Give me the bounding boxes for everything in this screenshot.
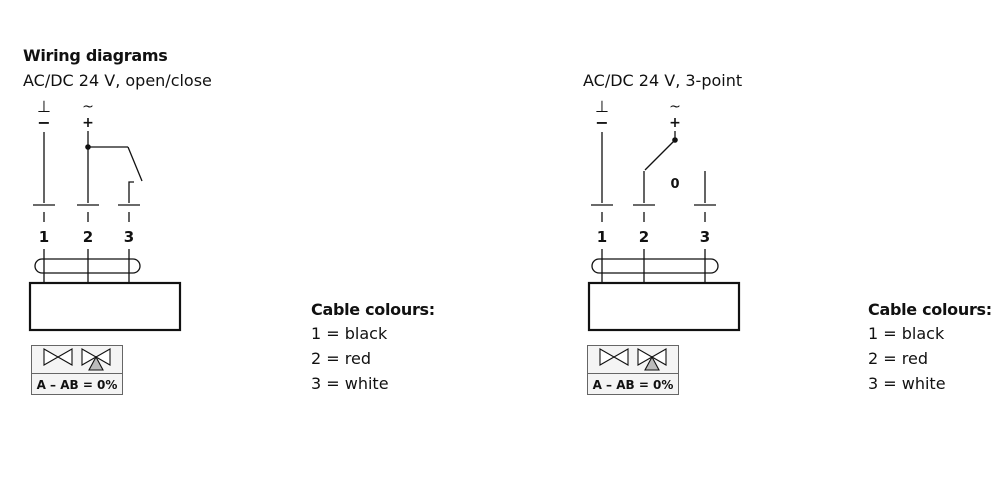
- terminal-label-2: 2: [639, 228, 649, 246]
- tilde-symbol: ~: [82, 99, 94, 115]
- minus-symbol: −: [595, 113, 608, 132]
- valve-label: A – AB = 0%: [593, 378, 674, 392]
- diagram-left-title: AC/DC 24 V, open/close: [23, 71, 212, 90]
- terminal-label-1: 1: [597, 228, 607, 246]
- diagram-left: ⊥ − ~ + 1 2 3: [28, 97, 182, 395]
- plus-symbol: +: [82, 115, 94, 131]
- tilde-symbol: ~: [669, 99, 681, 115]
- ground-symbol: ⊥: [595, 97, 609, 116]
- terminal-label-3: 3: [700, 228, 710, 246]
- cable-sheath: [591, 258, 719, 274]
- valve-symbol: A – AB = 0%: [31, 345, 123, 395]
- terminal-marks: [591, 204, 716, 222]
- legend-right-title: Cable colours:: [868, 300, 992, 319]
- legend-left-item-2: 2 = red: [311, 349, 371, 368]
- changeover-switch: [644, 139, 676, 171]
- open-switch: [127, 146, 143, 182]
- valve-symbol: A – AB = 0%: [587, 345, 679, 395]
- legend-right-item-3: 3 = white: [868, 374, 946, 393]
- legend-right-item-1: 1 = black: [868, 324, 945, 343]
- minus-symbol: −: [37, 113, 50, 132]
- actuator-box: [28, 281, 182, 332]
- terminal-label-3: 3: [124, 228, 134, 246]
- section-title: Wiring diagrams: [23, 46, 168, 65]
- terminal-label-1: 1: [39, 228, 49, 246]
- legend-left-title: Cable colours:: [311, 300, 435, 319]
- legend-right-item-2: 2 = red: [868, 349, 928, 368]
- wire-3: [128, 181, 134, 203]
- switch-position-label: 0: [670, 177, 679, 192]
- terminal-label-2: 2: [83, 228, 93, 246]
- plus-symbol: +: [669, 115, 681, 131]
- legend-left-item-1: 1 = black: [311, 324, 388, 343]
- ground-symbol: ⊥: [37, 97, 51, 116]
- actuator-box: [587, 281, 741, 332]
- diagram-right: ⊥ − ~ + 0 1 2 3: [587, 97, 741, 395]
- diagram-right-title: AC/DC 24 V, 3-point: [583, 71, 743, 90]
- legend-left-item-3: 3 = white: [311, 374, 389, 393]
- terminal-marks: [33, 204, 140, 222]
- valve-label: A – AB = 0%: [37, 378, 118, 392]
